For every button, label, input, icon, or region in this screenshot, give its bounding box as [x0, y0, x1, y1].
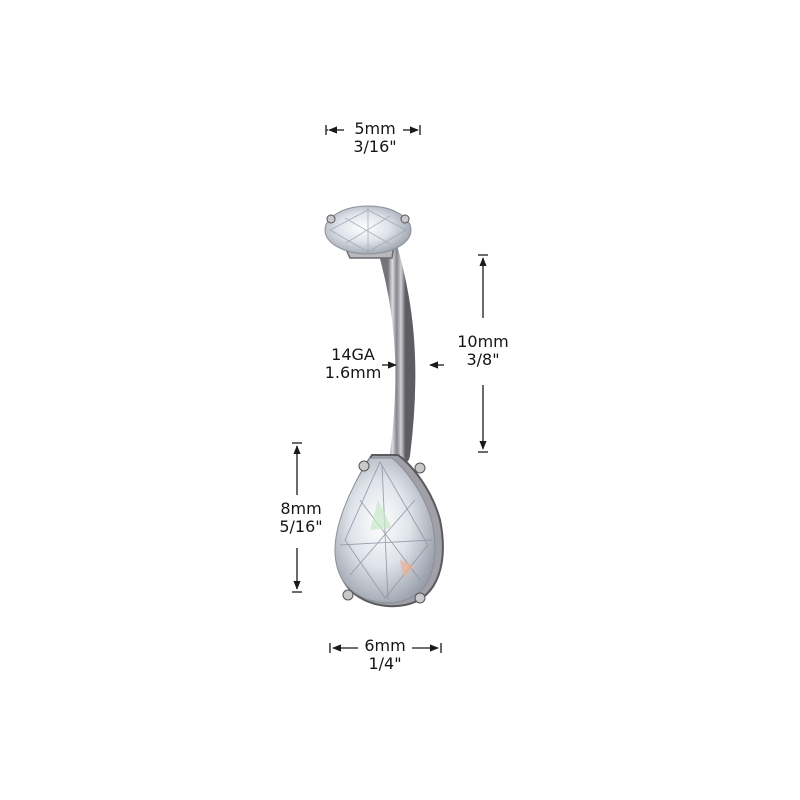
- bottom-gem-height-metric: 8mm: [280, 499, 322, 518]
- bottom-gem-height-label: 8mm 5/16": [270, 500, 332, 536]
- top-gem-width-label: 5mm 3/16": [345, 120, 405, 156]
- bar-length-label: 10mm 3/8": [452, 333, 514, 369]
- gauge-value: 14GA: [331, 345, 375, 364]
- top-gem-width-imperial: 3/16": [353, 137, 397, 156]
- bottom-pear-gem: [334, 454, 444, 608]
- dimension-lines: [292, 125, 488, 653]
- bottom-gem-width-label: 6mm 1/4": [355, 637, 415, 673]
- bottom-gem-width-metric: 6mm: [364, 636, 406, 655]
- bottom-gem-width-imperial: 1/4": [368, 654, 402, 673]
- bar-length-imperial: 3/8": [466, 350, 500, 369]
- top-gem-width-metric: 5mm: [354, 119, 396, 138]
- gauge-label: 14GA 1.6mm: [322, 346, 384, 382]
- bottom-gem-height-imperial: 5/16": [279, 517, 323, 536]
- gauge-metric: 1.6mm: [324, 363, 382, 382]
- bar-length-metric: 10mm: [457, 332, 509, 351]
- top-round-gem: [324, 205, 412, 259]
- curved-barbell: [378, 240, 416, 465]
